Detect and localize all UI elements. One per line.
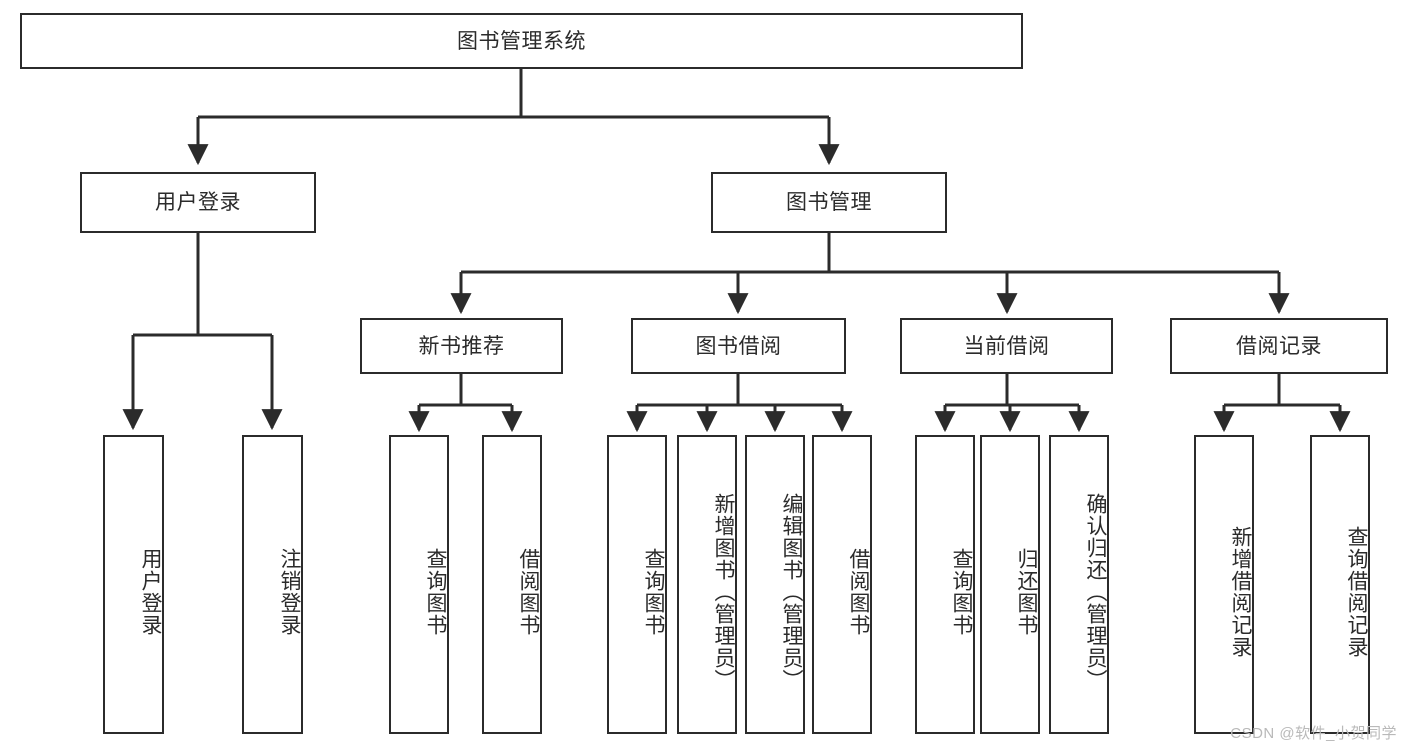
node-new-book-recommend-label: 新书推荐 — [418, 334, 505, 358]
leaf-query-book-current-label: 查询图书 — [950, 547, 973, 636]
leaf-query-book-new[interactable]: 查询图书 — [389, 435, 449, 734]
node-book-management-label: 图书管理 — [786, 191, 872, 214]
node-current-borrow[interactable]: 当前借阅 — [900, 318, 1113, 374]
leaf-confirm-return-label: 确认归还（管理员） — [1084, 492, 1107, 691]
leaf-query-book-new-label: 查询图书 — [424, 547, 447, 636]
node-root-system-label: 图书管理系统 — [457, 29, 586, 53]
node-new-book-recommend[interactable]: 新书推荐 — [360, 318, 563, 374]
leaf-borrow-book-new-label: 借阅图书 — [517, 547, 540, 636]
node-borrow-record-label: 借阅记录 — [1236, 334, 1322, 358]
leaf-user-login[interactable]: 用户登录 — [103, 435, 164, 734]
leaf-user-login-label: 用户登录 — [139, 547, 162, 636]
leaf-add-book-label: 新增图书（管理员） — [712, 492, 735, 691]
leaf-query-book-borrow-label: 查询图书 — [642, 547, 665, 636]
leaf-add-borrow-record[interactable]: 新增借阅记录 — [1194, 435, 1254, 734]
node-book-borrow-label: 图书借阅 — [695, 334, 782, 358]
leaf-query-borrow-record-label: 查询借阅记录 — [1345, 525, 1368, 658]
leaf-user-logout[interactable]: 注销登录 — [242, 435, 303, 734]
leaf-borrow-book[interactable]: 借阅图书 — [812, 435, 872, 734]
node-user-login-label: 用户登录 — [155, 191, 241, 214]
node-user-login[interactable]: 用户登录 — [80, 172, 316, 233]
leaf-query-book-borrow[interactable]: 查询图书 — [607, 435, 667, 734]
leaf-return-book-label: 归还图书 — [1015, 547, 1038, 636]
leaf-query-borrow-record[interactable]: 查询借阅记录 — [1310, 435, 1370, 734]
node-book-borrow[interactable]: 图书借阅 — [631, 318, 846, 374]
node-book-management[interactable]: 图书管理 — [711, 172, 947, 233]
leaf-confirm-return[interactable]: 确认归还（管理员） — [1049, 435, 1109, 734]
leaf-return-book[interactable]: 归还图书 — [980, 435, 1040, 734]
leaf-add-borrow-record-label: 新增借阅记录 — [1229, 525, 1252, 658]
leaf-borrow-book-new[interactable]: 借阅图书 — [482, 435, 542, 734]
leaf-add-book[interactable]: 新增图书（管理员） — [677, 435, 737, 734]
node-borrow-record[interactable]: 借阅记录 — [1170, 318, 1388, 374]
node-root-system[interactable]: 图书管理系统 — [20, 13, 1023, 69]
watermark: CSDN @软件_小贺同学 — [1230, 725, 1397, 742]
leaf-query-book-current[interactable]: 查询图书 — [915, 435, 975, 734]
leaf-edit-book-label: 编辑图书（管理员） — [780, 492, 803, 691]
leaf-edit-book[interactable]: 编辑图书（管理员） — [745, 435, 805, 734]
leaf-borrow-book-label: 借阅图书 — [847, 547, 870, 636]
node-current-borrow-label: 当前借阅 — [963, 334, 1050, 358]
leaf-user-logout-label: 注销登录 — [278, 547, 301, 636]
